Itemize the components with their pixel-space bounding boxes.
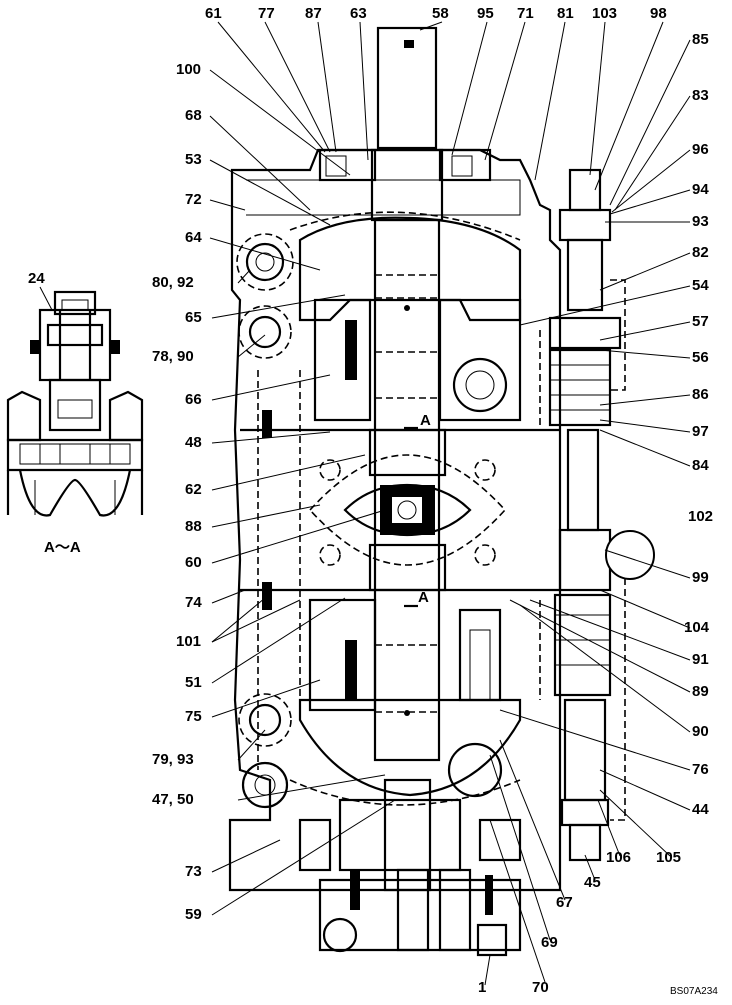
callout-88: 88 xyxy=(185,518,202,535)
callout-69: 69 xyxy=(541,934,558,951)
callout-83: 83 xyxy=(692,87,709,104)
callout-47-50: 47, 50 xyxy=(152,791,194,808)
callout-59: 59 xyxy=(185,906,202,923)
callout-104: 104 xyxy=(684,619,710,636)
callout-101: 101 xyxy=(176,633,201,650)
callout-94: 94 xyxy=(692,181,709,198)
callout-64: 64 xyxy=(185,229,202,246)
callout-1: 1 xyxy=(478,979,486,996)
callout-labels-right: 85 83 96 94 93 82 54 57 56 86 97 84 102 … xyxy=(478,31,713,996)
callout-98: 98 xyxy=(650,5,667,22)
callout-labels-left: 100 68 53 72 64 80, 92 65 78, 90 66 48 6… xyxy=(152,61,202,923)
section-a-a-inset xyxy=(6,290,144,517)
callout-106: 106 xyxy=(606,849,631,866)
leader-lines xyxy=(209,21,691,986)
callout-78-90: 78, 90 xyxy=(152,348,194,365)
callout-85: 85 xyxy=(692,31,709,48)
callout-102: 102 xyxy=(688,508,713,525)
callout-80-92: 80, 92 xyxy=(152,274,194,291)
callout-66: 66 xyxy=(185,391,202,408)
callout-57: 57 xyxy=(692,313,709,330)
section-title-label: A～A xyxy=(44,539,81,556)
callout-86: 86 xyxy=(692,386,709,403)
callout-45: 45 xyxy=(584,874,601,891)
callout-51: 51 xyxy=(185,674,202,691)
section-marker-upper: A xyxy=(420,412,431,429)
callout-labels-top: 61 77 87 63 58 95 71 81 103 98 xyxy=(205,5,667,22)
callout-75: 75 xyxy=(185,708,202,725)
callout-87: 87 xyxy=(305,5,322,22)
callout-44: 44 xyxy=(692,801,709,818)
callout-105: 105 xyxy=(656,849,681,866)
callout-70: 70 xyxy=(532,979,549,996)
callout-103: 103 xyxy=(592,5,617,22)
callout-72: 72 xyxy=(185,191,202,208)
callout-54: 54 xyxy=(692,277,709,294)
callout-79-93: 79, 93 xyxy=(152,751,194,768)
callout-73: 73 xyxy=(185,863,202,880)
callout-90: 90 xyxy=(692,723,709,740)
callout-68: 68 xyxy=(185,107,202,124)
callout-61: 61 xyxy=(205,5,222,22)
callout-65: 65 xyxy=(185,309,202,326)
callout-48: 48 xyxy=(185,434,202,451)
callout-62: 62 xyxy=(185,481,202,498)
callout-67: 67 xyxy=(556,894,573,911)
callout-56: 56 xyxy=(692,349,709,366)
callout-89: 89 xyxy=(692,683,709,700)
inset-callout-label: 24 xyxy=(28,270,45,287)
callout-76: 76 xyxy=(692,761,709,778)
callout-63: 63 xyxy=(350,5,367,22)
callout-81: 81 xyxy=(557,5,574,22)
callout-58: 58 xyxy=(432,5,449,22)
callout-93: 93 xyxy=(692,213,709,230)
callout-71: 71 xyxy=(517,5,534,22)
callout-53: 53 xyxy=(185,151,202,168)
drawing-code: BS07A234 xyxy=(670,986,718,997)
callout-60: 60 xyxy=(185,554,202,571)
pump-housing xyxy=(228,26,655,957)
callout-95: 95 xyxy=(477,5,494,22)
callout-91: 91 xyxy=(692,651,709,668)
callout-97: 97 xyxy=(692,423,709,440)
callout-100: 100 xyxy=(176,61,201,78)
callout-77: 77 xyxy=(258,5,275,22)
callout-84: 84 xyxy=(692,457,709,474)
section-marker-lower: A xyxy=(418,589,429,606)
callout-74: 74 xyxy=(185,594,202,611)
callout-96: 96 xyxy=(692,141,709,158)
callout-82: 82 xyxy=(692,244,709,261)
callout-99: 99 xyxy=(692,569,709,586)
